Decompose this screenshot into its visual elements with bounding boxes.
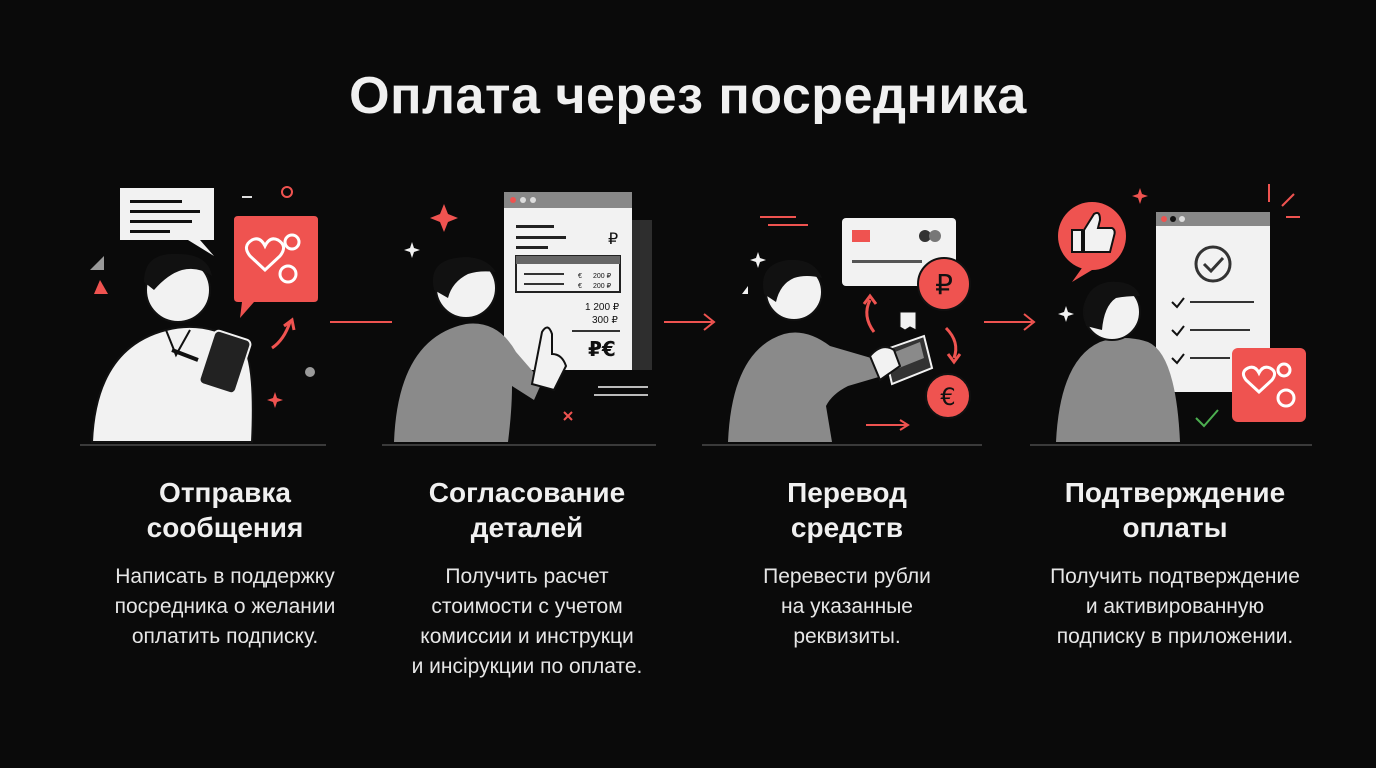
person-figure (728, 259, 902, 442)
step2-illustration: ₽ € 200 ₽ € 200 ₽ 1 200 ₽ 300 ₽ ₽€ (382, 192, 656, 446)
svg-text:₽: ₽ (608, 229, 618, 248)
ruble-coin-icon: ₽ (917, 257, 971, 311)
step1-illustration (80, 186, 326, 446)
svg-text:1 200 ₽: 1 200 ₽ (585, 302, 620, 313)
svg-text:₽: ₽ (935, 268, 953, 301)
euro-coin-icon: € (925, 373, 971, 419)
arrow-1-icon (330, 321, 392, 323)
smartphone-icon (198, 329, 252, 395)
page-title: Оплата через посредника (349, 67, 1027, 125)
svg-text:200 ₽: 200 ₽ (593, 273, 612, 280)
person-figure (1056, 281, 1180, 442)
svg-text:300 ₽: 300 ₽ (592, 315, 618, 326)
heart-gears-icon (234, 216, 318, 318)
arrow-2-icon (664, 313, 716, 331)
chat-bubble-icon (120, 188, 214, 256)
step3-illustration: ₽ € (702, 216, 982, 446)
svg-text:₽€: ₽€ (588, 337, 616, 361)
thumbs-up-icon (1058, 202, 1126, 282)
svg-text:200 ₽: 200 ₽ (593, 283, 612, 290)
step4-illustration (1030, 184, 1312, 446)
check-icon (1195, 409, 1219, 428)
person-figure (90, 253, 254, 443)
person-figure (394, 257, 568, 442)
svg-text:€: € (578, 283, 582, 290)
svg-text:€: € (578, 273, 582, 280)
heart-gears-icon (1232, 348, 1306, 422)
browser-window-icon: ₽ € 200 ₽ € 200 ₽ 1 200 ₽ 300 ₽ ₽€ (504, 192, 652, 370)
arrow-3-icon (984, 313, 1036, 331)
svg-text:€: € (940, 383, 955, 411)
